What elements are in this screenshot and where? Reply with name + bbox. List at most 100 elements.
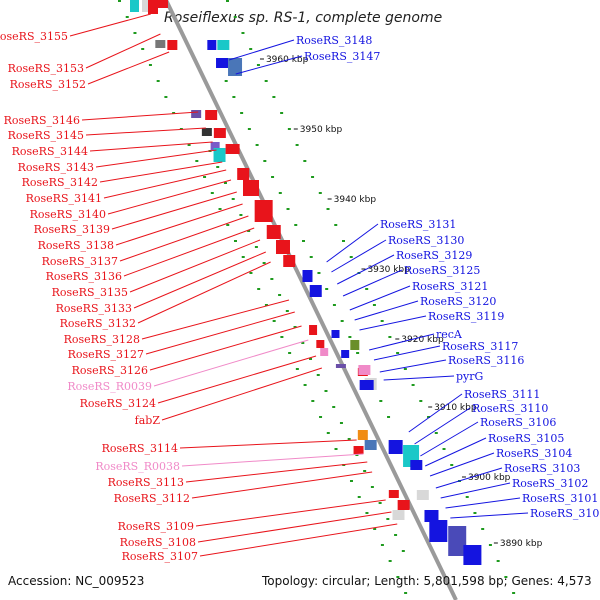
gene-feature [254,200,273,222]
tick-mark [512,592,516,594]
gene-label-left[interactable]: RoseRS_R0038 [95,460,180,473]
gene-feature [424,510,439,522]
gene-label-left[interactable]: RoseRS_3144 [12,145,88,158]
gene-label-right[interactable]: RoseRS_3117 [442,340,518,353]
tick-mark [504,576,508,578]
gene-label-left[interactable]: RoseRS_3140 [30,208,106,221]
gene-feature [388,490,399,498]
tick-mark [341,240,345,242]
tick-mark [272,320,276,322]
gene-label-right[interactable]: RoseRS_3129 [396,249,472,262]
gene-label-left[interactable]: RoseRS_3143 [18,161,94,174]
gene-label-right[interactable]: RoseRS_3104 [496,447,572,460]
tick-mark [311,400,315,402]
gene-label-right[interactable]: RoseRS_3121 [412,280,488,293]
gene-feature [283,255,296,267]
gene-feature [463,545,482,565]
gene-label-right[interactable]: RoseRS_3125 [404,264,480,277]
tick-mark [473,512,477,514]
gene-label-left[interactable]: RoseRS_3141 [26,192,102,205]
gene-label-left[interactable]: RoseRS_3135 [52,286,128,299]
gene-label-left[interactable]: RoseRS_3138 [38,239,114,252]
gene-label-right[interactable]: RoseRS_3106 [480,416,556,429]
gene-label-right[interactable]: RoseRS_3105 [488,432,564,445]
tick-mark [403,368,407,370]
gene-label-left[interactable]: RoseRS_3114 [102,442,178,455]
label-connector [157,355,317,404]
gene-label-left[interactable]: RoseRS_3155 [0,30,68,43]
label-connector [89,141,213,152]
gene-label-left[interactable]: RoseRS_3108 [120,536,196,549]
tick-mark [241,32,245,34]
gene-label-left[interactable]: RoseRS_3137 [42,255,118,268]
gene-feature [397,500,410,510]
gene-label-left[interactable]: RoseRS_3145 [8,129,84,142]
tick-mark [288,352,292,354]
gene-label-right[interactable]: RoseRS_3100 [530,507,600,520]
tick-mark [334,448,338,450]
label-connector [408,393,463,433]
tick-mark [387,416,391,418]
gene-feature [213,148,226,162]
gene-label-right[interactable]: RoseRS_3148 [296,34,372,47]
tick-mark [247,230,251,232]
tick-mark [309,256,313,258]
gene-label-left[interactable]: RoseRS_3146 [4,114,80,127]
gene-label-right[interactable]: RoseRS_3119 [428,310,504,323]
gene-label-left[interactable]: RoseRS_3128 [64,333,140,346]
gene-label-left[interactable]: RoseRS_3139 [34,223,110,236]
label-connector [111,191,237,230]
gene-label-right[interactable]: pyrG [456,370,483,383]
gene-label-right[interactable]: recA [436,328,463,341]
scale-label: 3890 kbp [500,539,543,549]
scale-label: 3900 kbp [468,473,511,483]
gene-label-left[interactable]: RoseRS_3133 [56,302,132,315]
label-connector [141,299,290,340]
gene-label-left[interactable]: RoseRS_3152 [10,78,86,91]
gene-label-left[interactable]: RoseRS_3153 [8,62,84,75]
tick-mark [363,470,367,472]
gene-label-left[interactable]: RoseRS_3136 [46,270,122,283]
gene-label-left[interactable]: RoseRS_3126 [72,364,148,377]
gene-label-right[interactable]: RoseRS_3102 [512,477,588,490]
gene-feature [341,350,350,358]
gene-label-left[interactable]: RoseRS_3132 [60,317,136,330]
tick-mark [388,560,392,562]
gene-label-left[interactable]: RoseRS_3109 [118,520,194,533]
tick-mark [294,224,298,226]
gene-label-right[interactable]: RoseRS_3110 [472,402,548,415]
gene-label-right[interactable]: RoseRS_3131 [380,218,456,231]
label-connector [115,203,243,246]
tick-mark [396,352,400,354]
gene-label-left[interactable]: RoseRS_3142 [22,176,98,189]
gene-label-left[interactable]: fabZ [135,414,161,427]
tick-mark [324,390,328,392]
scale-label: 3920 kbp [401,335,444,345]
gene-feature [357,430,368,440]
gene-feature [266,225,281,239]
gene-feature [358,365,371,375]
gene-label-right[interactable]: RoseRS_3130 [388,234,464,247]
gene-label-left[interactable]: RoseRS_3113 [108,476,184,489]
tick-mark [355,454,359,456]
gene-label-left[interactable]: RoseRS_3127 [68,348,144,361]
gene-feature [210,142,220,150]
gene-label-right[interactable]: RoseRS_3101 [522,492,598,505]
label-connector [181,453,364,467]
gene-feature [309,285,322,297]
gene-feature [213,128,226,138]
gene-label-right[interactable]: RoseRS_3120 [420,295,496,308]
gene-label-right[interactable]: RoseRS_3111 [464,388,540,401]
label-connector [85,33,161,69]
label-connector [195,499,386,527]
gene-label-left[interactable]: RoseRS_R0039 [67,380,152,393]
gene-label-right[interactable]: RoseRS_3103 [504,462,580,475]
gene-label-left[interactable]: RoseRS_3124 [80,397,156,410]
tick-mark [318,192,322,194]
gene-label-right[interactable]: RoseRS_3116 [448,354,524,367]
tick-mark [278,192,282,194]
gene-label-left[interactable]: RoseRS_3107 [122,550,198,563]
gene-label-right[interactable]: RoseRS_3147 [304,50,380,63]
gene-label-left[interactable]: RoseRS_3112 [114,492,190,505]
